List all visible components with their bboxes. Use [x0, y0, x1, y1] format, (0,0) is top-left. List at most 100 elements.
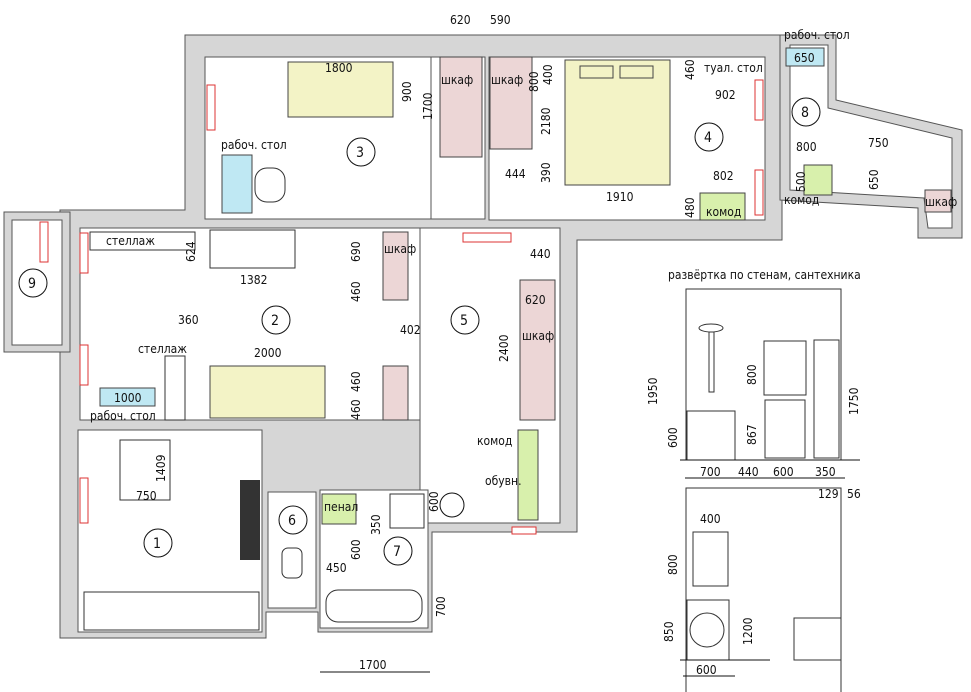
window: [79, 477, 89, 524]
shoe-cabinet: [517, 429, 539, 521]
dimension: 600: [666, 427, 680, 448]
tv-stand: [209, 229, 296, 269]
dimension: 800: [796, 140, 817, 154]
washer-elevation: [686, 599, 730, 661]
window: [206, 84, 216, 131]
dimension: 1950: [646, 377, 660, 405]
room-number: 3: [356, 145, 364, 161]
dimension: 802: [713, 169, 734, 183]
dimension: 1800: [325, 61, 353, 75]
balcony-desk: [785, 47, 825, 67]
label-shelf: стеллаж: [138, 342, 187, 356]
dimension: 350: [815, 465, 836, 479]
label-wardrobe: шкаф: [441, 73, 473, 87]
label-desk: рабоч. стол: [784, 28, 850, 42]
toilet: [281, 547, 303, 579]
label-wardrobe: шкаф: [491, 73, 523, 87]
dimension: 750: [136, 489, 157, 503]
room-number: 5: [460, 313, 468, 329]
dimension: 480: [683, 197, 697, 218]
dimension: 350: [369, 514, 383, 535]
dimension: 450: [326, 561, 347, 575]
label-wardrobe: шкаф: [925, 195, 957, 209]
label-wardrobe: шкаф: [384, 242, 416, 256]
dimension: 620: [450, 13, 471, 27]
wall-elevations: развёртка по стенам, сантехника 1950 600…: [646, 268, 861, 692]
pencil-case: [321, 493, 357, 525]
bathtub-elevation: [686, 410, 736, 461]
vanity-cabinet: [764, 399, 806, 459]
chair: [254, 167, 286, 203]
dimension: 650: [867, 169, 881, 190]
dimension: 800: [666, 554, 680, 575]
dimension: 620: [525, 293, 546, 307]
room-number: 7: [393, 544, 401, 560]
room-number: 2: [271, 313, 279, 329]
dimension: 440: [738, 465, 759, 479]
elevation-title: развёртка по стенам, сантехника: [668, 268, 861, 282]
pillow: [579, 65, 614, 79]
room-markers: 9 3 4 8 2 5 1 6 7: [18, 97, 821, 566]
dimension: 2000: [254, 346, 282, 360]
dimension: 750: [868, 136, 889, 150]
label-vanity: туал. стол: [704, 61, 763, 75]
bathtub: [325, 589, 423, 623]
mirror: [763, 340, 807, 396]
label-desk: рабоч. стол: [90, 409, 156, 423]
dimension: 690: [349, 241, 363, 262]
tall-cabinet: [813, 339, 840, 459]
wardrobe: [382, 365, 409, 421]
dimension: 1200: [741, 617, 755, 645]
dimension: 650: [794, 51, 815, 65]
wardrobe: [382, 231, 409, 301]
dimension: 867: [745, 424, 759, 445]
sofa: [287, 61, 394, 118]
shelf: [164, 355, 186, 421]
dimension: 56: [847, 487, 861, 501]
label-shoe-cabinet: обувн.: [485, 474, 522, 488]
dimension: 444: [505, 167, 526, 181]
shelf: [89, 231, 196, 251]
dimension: 800: [527, 71, 541, 92]
dimension: 1382: [240, 273, 267, 287]
dimension: 600: [349, 539, 363, 560]
sofa: [209, 365, 326, 419]
plan-labels: 620 590 1800 900 1700 шкаф шкаф 800 400 …: [90, 13, 957, 673]
dimension: 900: [400, 81, 414, 102]
bed: [564, 59, 671, 186]
dimension: 460: [349, 371, 363, 392]
window: [79, 344, 89, 386]
label-wardrobe: шкаф: [522, 329, 554, 343]
door-frame: [462, 232, 512, 243]
dimension: 624: [184, 241, 198, 262]
dimension: 700: [700, 465, 721, 479]
wardrobe: [489, 56, 533, 150]
counter: [83, 591, 260, 631]
window: [79, 232, 89, 274]
dimension: 1910: [606, 190, 634, 204]
dimension: 1700: [359, 658, 387, 672]
balcony-dresser: [803, 164, 833, 196]
desk: [221, 154, 253, 214]
room-number: 1: [153, 536, 161, 552]
dimension: 600: [773, 465, 794, 479]
desk: [99, 387, 156, 407]
washing-machine: [389, 493, 425, 529]
dimension: 402: [400, 323, 421, 337]
dimension: 129: [818, 487, 839, 501]
dimension: 1409: [154, 454, 168, 482]
circle-mark: [439, 492, 465, 518]
dimension: 460: [683, 59, 697, 80]
label-shelf: стеллаж: [106, 234, 155, 248]
stove-hood: [240, 480, 260, 560]
shower-head: [698, 323, 724, 333]
dimension: 2400: [497, 334, 511, 362]
dimension: 600: [696, 663, 717, 677]
dimension: 800: [745, 364, 759, 385]
pillow: [619, 65, 654, 79]
label-desk: рабоч. стол: [221, 138, 287, 152]
room-number: 4: [704, 130, 712, 146]
bathtub-side: [793, 617, 842, 661]
label-dresser: комод: [784, 193, 819, 207]
